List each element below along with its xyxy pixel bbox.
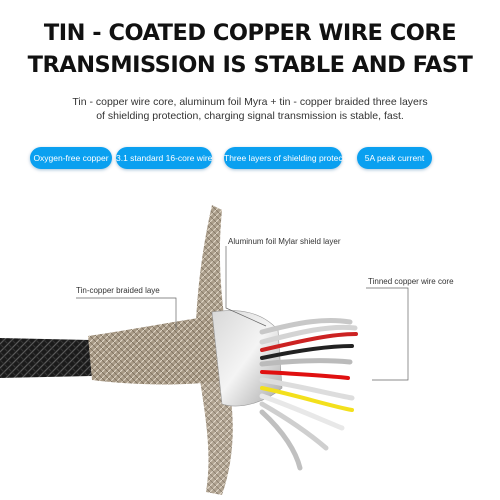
feature-badges: Oxygen-free copper 3.1 standard 16-core … — [0, 147, 500, 171]
description-line-2: of shielding protection, charging signal… — [96, 110, 404, 122]
wire-bundle — [259, 318, 358, 471]
braid-strands-down — [200, 380, 233, 495]
outer-braided-jacket — [0, 338, 92, 378]
headline-line-1: TIN - COATED COPPER WIRE CORE — [43, 20, 457, 46]
callout-lines — [76, 246, 409, 381]
callout-mylar-layer: Aluminum foil Mylar shield layer — [228, 237, 341, 246]
callout-braided-layer: Tin-copper braided laye — [76, 286, 160, 295]
tin-copper-braid — [88, 316, 228, 385]
callout-wire-core: Tinned copper wire core — [368, 277, 454, 286]
feature-badge-oxygen-free-copper: Oxygen-free copper — [30, 147, 112, 169]
feature-badge-three-layer-shielding: Three layers of shielding protection — [224, 147, 356, 169]
description-line-1: Tin - copper wire core, aluminum foil My… — [72, 96, 428, 108]
feature-badge-5a-peak-current: 5A peak current — [357, 147, 432, 169]
feature-badge-16-core-wire: 3.1 standard 16-core wire — [116, 147, 212, 169]
headline-line-2: TRANSMISSION IS STABLE AND FAST — [27, 52, 473, 78]
braid-strands-up — [196, 205, 226, 330]
cable-cross-section-illustration — [0, 205, 409, 495]
